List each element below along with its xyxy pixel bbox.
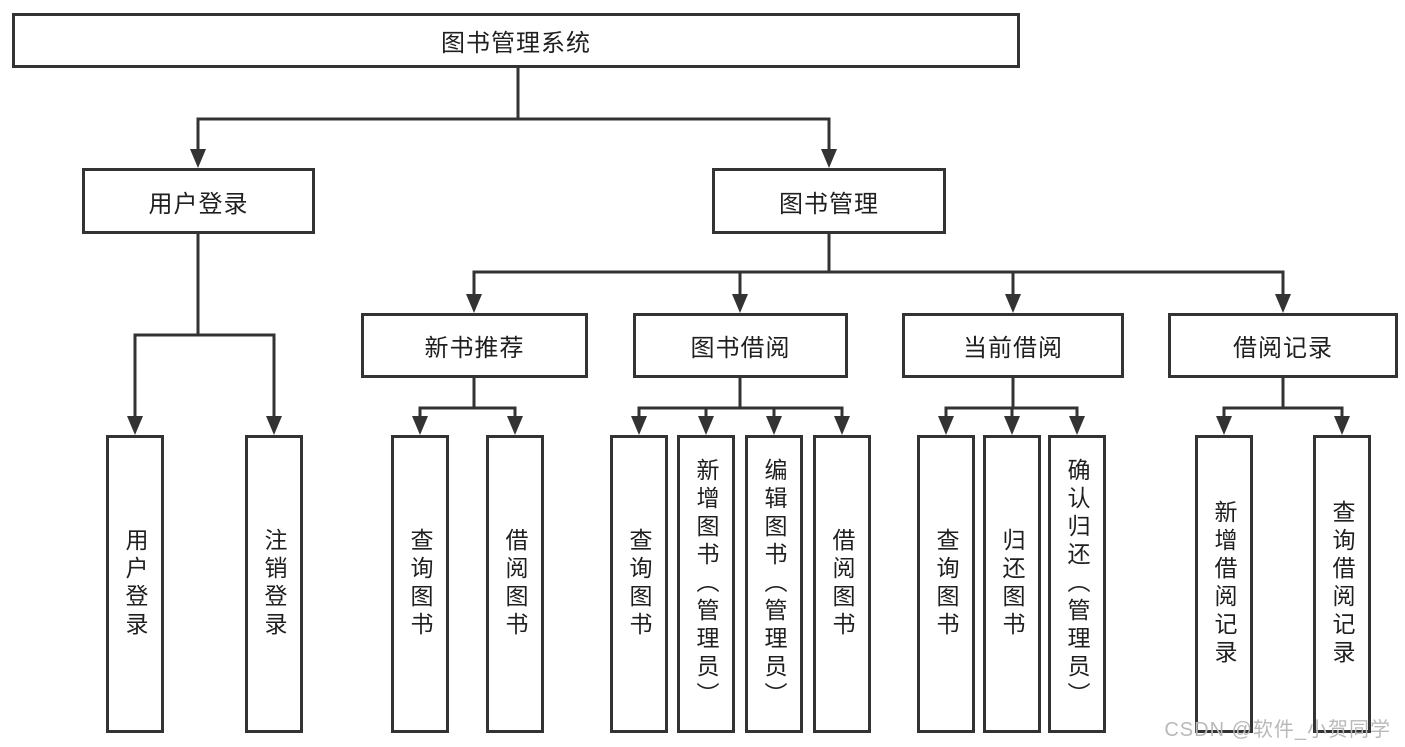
node-new-book-recommend-label: 新书推荐 — [424, 335, 525, 362]
node-book-borrow-label: 图书借阅 — [690, 335, 791, 362]
leaf-bookborrow-borrow-label: 借阅图书 — [829, 528, 855, 640]
leaf-bookborrow-query: 查询图书 — [610, 435, 668, 733]
leaf-bookborrow-edit: 编辑图书（管理员） — [745, 435, 803, 733]
node-new-book-recommend: 新书推荐 — [361, 313, 588, 378]
leaf-newbook-borrow-label: 借阅图书 — [502, 528, 528, 640]
node-borrow-record-label: 借阅记录 — [1233, 335, 1333, 362]
leaf-current-confirm-return-label: 确认归还（管理员） — [1064, 458, 1090, 710]
leaf-record-query: 查询借阅记录 — [1313, 435, 1371, 733]
node-book-management-branch-label: 图书管理 — [779, 190, 879, 218]
leaf-current-confirm-return: 确认归还（管理员） — [1048, 435, 1106, 733]
node-current-borrow: 当前借阅 — [902, 313, 1124, 378]
node-user-login-branch-label: 用户登录 — [148, 190, 249, 218]
node-borrow-record: 借阅记录 — [1168, 313, 1398, 378]
leaf-bookborrow-edit-label: 编辑图书（管理员） — [761, 458, 787, 710]
leaf-record-query-label: 查询借阅记录 — [1329, 500, 1355, 668]
node-book-borrow: 图书借阅 — [633, 313, 848, 378]
leaf-newbook-query-label: 查询图书 — [407, 528, 433, 640]
leaf-logout: 注销登录 — [245, 435, 303, 733]
leaf-newbook-borrow: 借阅图书 — [486, 435, 544, 733]
leaf-logout-label: 注销登录 — [261, 528, 287, 640]
leaf-user-login-label: 用户登录 — [122, 528, 148, 640]
node-root-system-label: 图书管理系统 — [441, 30, 591, 57]
node-book-management-branch: 图书管理 — [712, 168, 946, 234]
leaf-bookborrow-add-label: 新增图书（管理员） — [693, 458, 719, 710]
leaf-current-return: 归还图书 — [983, 435, 1041, 733]
leaf-user-login: 用户登录 — [106, 435, 164, 733]
node-user-login-branch: 用户登录 — [82, 168, 315, 234]
leaf-current-query: 查询图书 — [917, 435, 975, 733]
leaf-current-query-label: 查询图书 — [933, 528, 959, 640]
node-root-system: 图书管理系统 — [12, 13, 1020, 68]
leaf-bookborrow-borrow: 借阅图书 — [813, 435, 871, 733]
csdn-watermark: CSDN @软件_小贺同学 — [1164, 719, 1391, 741]
leaf-bookborrow-query-label: 查询图书 — [626, 528, 652, 640]
leaf-record-add: 新增借阅记录 — [1195, 435, 1253, 733]
leaf-current-return-label: 归还图书 — [999, 528, 1025, 640]
leaf-newbook-query: 查询图书 — [391, 435, 449, 733]
leaf-bookborrow-add: 新增图书（管理员） — [677, 435, 735, 733]
leaf-record-add-label: 新增借阅记录 — [1211, 500, 1237, 668]
node-current-borrow-label: 当前借阅 — [963, 335, 1063, 362]
